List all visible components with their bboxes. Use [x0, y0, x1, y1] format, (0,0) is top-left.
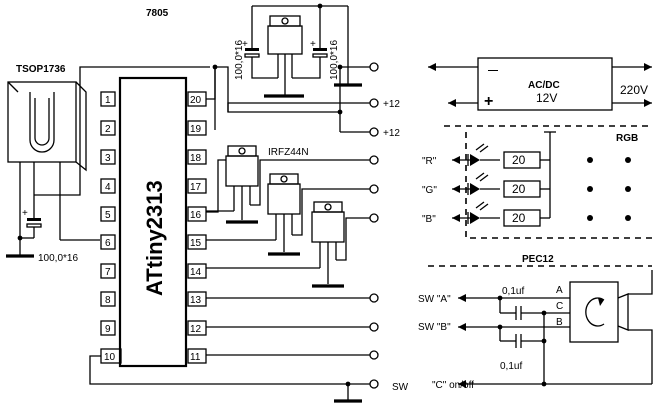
terminal-sw-gnd — [369, 379, 379, 389]
svg-text:+: + — [22, 208, 28, 219]
encoder-label: PEC12 — [522, 254, 554, 265]
pin-1: 1 — [105, 95, 111, 106]
terminal-sw-b — [369, 322, 379, 332]
cap-reg-left-label: 100,0*16 — [234, 40, 245, 80]
enc-c-label: C — [556, 301, 563, 312]
plus12-a-label: +12 — [383, 99, 400, 110]
enc-a-label: A — [556, 285, 563, 296]
pin-2: 2 — [105, 124, 111, 135]
psu-minus: — — [488, 65, 498, 76]
mcu-label: ATtiny2313 — [142, 180, 167, 296]
plus12-b-label: +12 — [383, 128, 400, 139]
regulator-output-capacitor: + — [310, 39, 328, 62]
psu-out: 12V — [536, 91, 557, 105]
pin-6: 6 — [105, 238, 111, 249]
led-r-label: "R" — [422, 156, 437, 167]
ir-receiver-label: TSOP1736 — [16, 64, 66, 75]
pin-13: 13 — [190, 295, 202, 306]
pin-7: 7 — [105, 267, 111, 278]
regulator-input-capacitor: + — [242, 39, 260, 62]
terminal-gnd-top — [369, 62, 379, 72]
terminal-sw-a — [369, 293, 379, 303]
enc-b-label: B — [556, 317, 563, 328]
pin-9: 9 — [105, 324, 111, 335]
mcu-body — [118, 76, 188, 368]
sw-a-label: SW "A" — [418, 294, 451, 305]
pin-3: 3 — [105, 153, 111, 164]
rgb-label: RGB — [616, 133, 638, 144]
psu-box — [477, 57, 613, 111]
cap-b-label: 0,1uf — [500, 361, 522, 372]
sw-gnd-label: SW — [392, 382, 409, 393]
cap-left-label: 100,0*16 — [38, 253, 78, 264]
svg-text:+: + — [310, 39, 316, 50]
sw-b-label: SW "B" — [418, 322, 451, 333]
ir-receiver — [7, 81, 87, 172]
pin-19: 19 — [190, 124, 202, 135]
res-b-label: 20 — [512, 211, 526, 225]
pin-20: 20 — [190, 95, 202, 106]
pin-10: 10 — [104, 352, 116, 363]
cap-a-label: 0,1uf — [502, 286, 524, 297]
pin-18: 18 — [190, 153, 202, 164]
terminal-plus12-b — [369, 127, 379, 137]
psu-name: AC/DC — [528, 80, 560, 91]
pin-14: 14 — [190, 267, 202, 278]
res-r-label: 20 — [512, 153, 526, 167]
led-g — [467, 172, 500, 195]
rgb-repeat-dots — [587, 157, 631, 221]
cap-reg-right-label: 100,0*16 — [329, 40, 340, 80]
mcu-right-pins: 20 19 18 17 16 15 14 13 12 11 — [187, 91, 207, 364]
terminal-r — [369, 155, 379, 165]
pin-5: 5 — [105, 210, 111, 221]
led-b-label: "B" — [422, 214, 436, 225]
mosfet-2 — [267, 173, 301, 252]
regulator-7805 — [267, 15, 303, 96]
pin-17: 17 — [190, 182, 202, 193]
mosfet-1 — [225, 145, 259, 220]
pin-8: 8 — [105, 295, 111, 306]
terminal-b — [369, 213, 379, 223]
led-g-label: "G" — [422, 185, 437, 196]
pin-16: 16 — [190, 210, 202, 221]
svg-text:+: + — [242, 39, 248, 50]
res-g-label: 20 — [512, 182, 526, 196]
regulator-label: 7805 — [146, 8, 169, 19]
mosfet-label: IRFZ44N — [268, 147, 309, 158]
encoder-capacitor-a — [515, 306, 522, 320]
encoder-capacitor-b — [515, 334, 522, 348]
terminal-sw-c — [369, 350, 379, 360]
pin-12: 12 — [190, 324, 202, 335]
pin-15: 15 — [190, 238, 202, 249]
pin-4: 4 — [105, 182, 111, 193]
pin-11: 11 — [190, 352, 201, 363]
mosfet-3 — [311, 201, 345, 284]
left-electrolytic-capacitor: + — [22, 208, 42, 238]
psu-plus: + — [484, 93, 493, 110]
led-b — [467, 201, 500, 224]
encoder-body — [569, 281, 619, 343]
mcu-left-pins: 1 2 3 4 5 6 7 8 9 10 — [100, 91, 122, 364]
psu-in: 220V — [620, 83, 648, 97]
led-r — [467, 143, 500, 166]
sw-c-label: "C" on/off — [432, 380, 474, 391]
terminal-plus12-a — [369, 98, 379, 108]
terminal-g — [369, 184, 379, 194]
